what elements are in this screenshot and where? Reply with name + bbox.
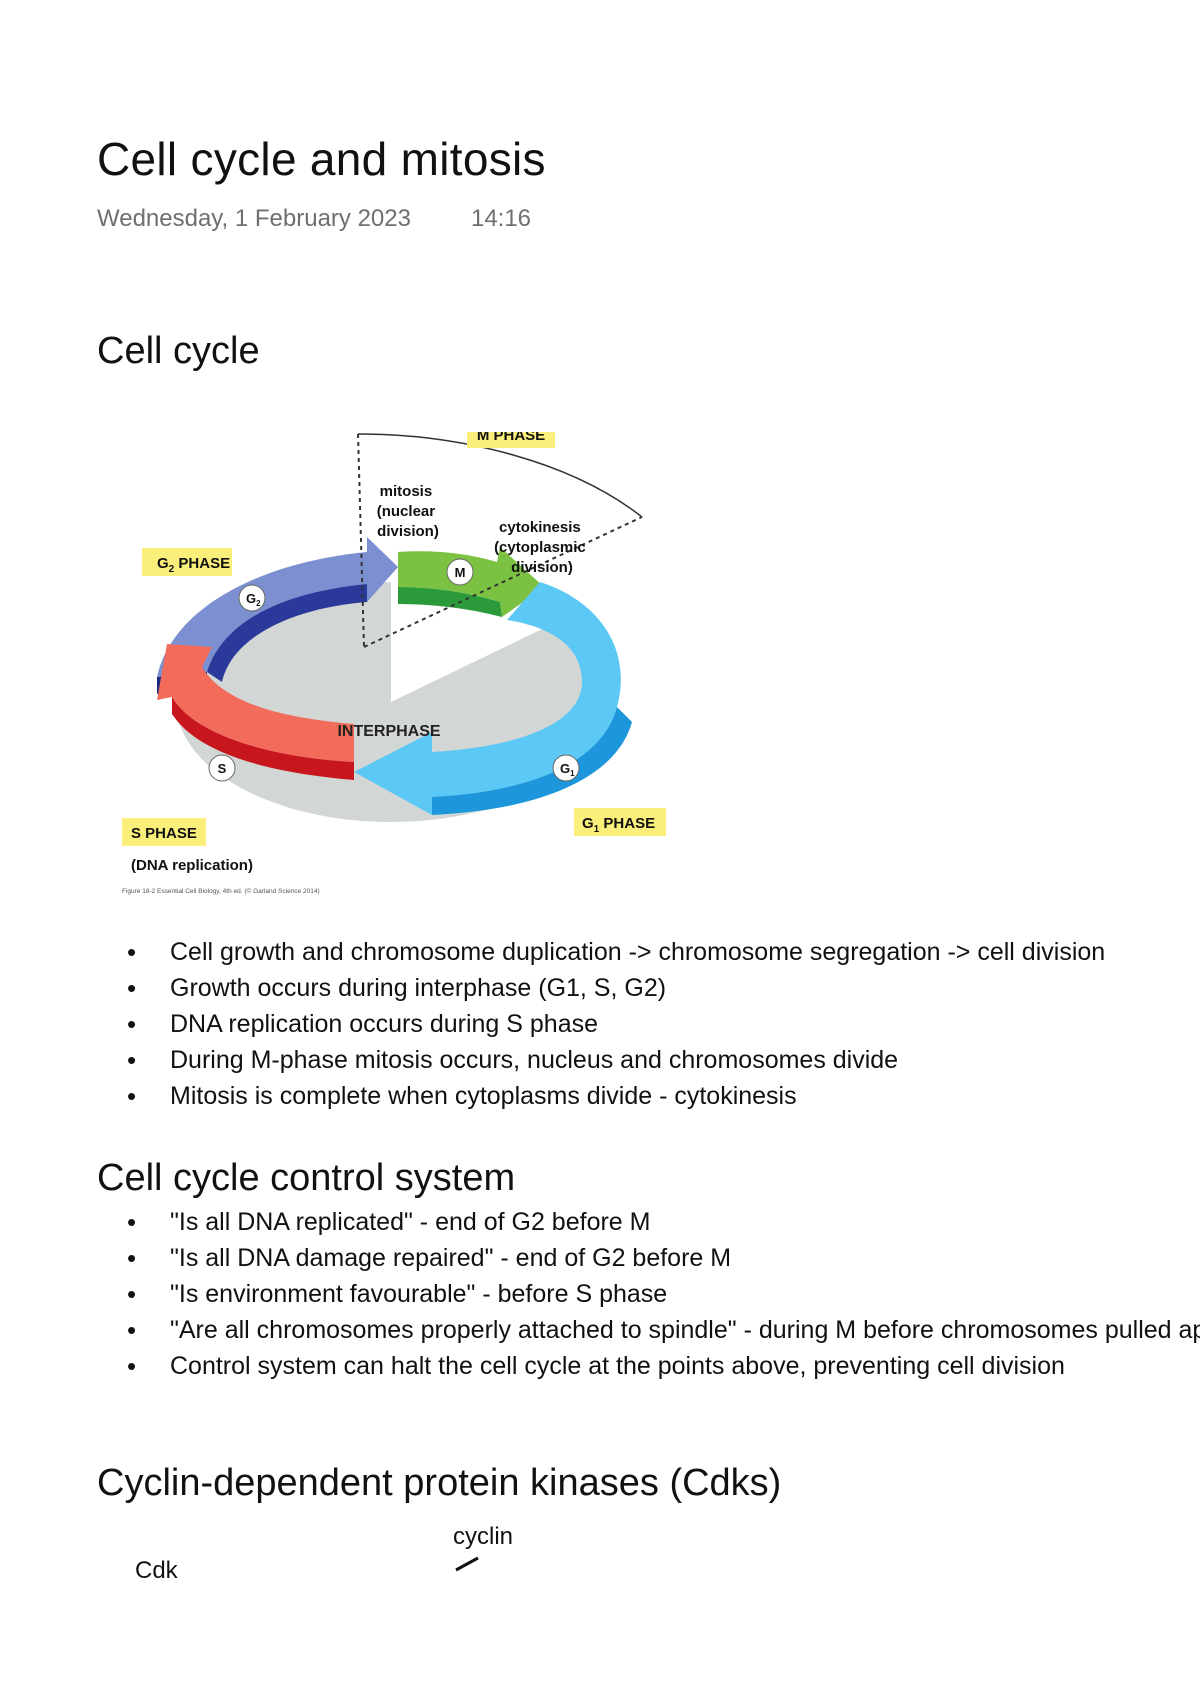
figure-caption: Figure 18-2 Essential Cell Biology, 4th … — [122, 887, 320, 895]
g2-badge-text: G2 — [246, 591, 261, 608]
heading-cell-cycle: Cell cycle — [97, 330, 260, 372]
g1-badge-text: G1 — [560, 761, 575, 778]
dashed-line-left — [357, 433, 365, 648]
list-item: "Is environment favourable" - before S p… — [97, 1276, 1200, 1312]
cell-cycle-diagram: M PHASE mitosis (nuclear division) cytok… — [122, 432, 666, 895]
s-phase-label-bg — [122, 818, 206, 846]
cell-cycle-bullets: Cell growth and chromosome duplication -… — [97, 934, 1200, 1114]
g1-phase-label: G1 PHASE — [582, 815, 655, 835]
g2-phase-label-bg — [142, 548, 232, 576]
m-phase-label: M PHASE — [477, 432, 545, 444]
dna-replication-label: (DNA replication) — [131, 857, 253, 874]
page-date: Wednesday, 1 February 2023 — [97, 205, 411, 232]
list-item: "Is all DNA damage repaired" - end of G2… — [97, 1240, 1200, 1276]
interphase-label: INTERPHASE — [337, 723, 440, 740]
list-item: "Are all chromosomes properly attached t… — [97, 1312, 1200, 1348]
list-item: Cell growth and chromosome duplication -… — [97, 934, 1200, 970]
page-title: Cell cycle and mitosis — [97, 133, 546, 185]
cyclin-pointer-line — [455, 1556, 479, 1572]
cytokinesis-label: cytokinesis (cytoplasmic division) — [494, 519, 590, 576]
list-item: Control system can halt the cell cycle a… — [97, 1348, 1200, 1384]
list-item: During M-phase mitosis occurs, nucleus a… — [97, 1042, 1200, 1078]
mitosis-label: mitosis (nuclear division) — [377, 483, 440, 540]
g1-badge — [552, 754, 580, 782]
page-meta: Wednesday, 1 February 2023 14:16 — [97, 205, 531, 233]
s-phase-label: S PHASE — [131, 825, 197, 842]
m-phase-arc — [357, 433, 643, 518]
g2-badge — [238, 584, 266, 612]
list-item: DNA replication occurs during S phase — [97, 1006, 1200, 1042]
g2-arrow — [157, 537, 398, 677]
page-time: 14:16 — [470, 205, 532, 232]
dashed-line-right — [363, 516, 643, 648]
g1-arrow — [354, 582, 621, 815]
m-arrow-edge — [398, 587, 502, 617]
list-item: Growth occurs during interphase (G1, S, … — [97, 970, 1200, 1006]
g2-phase-label: G2 PHASE — [157, 555, 230, 575]
cyclin-label: cyclin — [453, 1523, 514, 1550]
g2-arrow-inner — [207, 584, 367, 682]
heading-control-system: Cell cycle control system — [97, 1157, 516, 1199]
s-badge-text: S — [218, 761, 227, 776]
g1-arrow-edge — [432, 707, 632, 815]
m-badge — [446, 558, 474, 586]
list-item: Mitosis is complete when cytoplasms divi… — [97, 1078, 1200, 1114]
s-arrow-edge — [172, 697, 354, 780]
m-arrow — [398, 547, 544, 617]
s-arrow — [157, 644, 354, 762]
m-phase-label-bg — [467, 432, 555, 448]
cdk-label: Cdk — [135, 1557, 178, 1584]
s-badge — [208, 754, 236, 782]
heading-cdks: Cyclin-dependent protein kinases (Cdks) — [97, 1462, 782, 1504]
control-system-bullets: "Is all DNA replicated" - end of G2 befo… — [97, 1204, 1200, 1384]
list-item: "Is all DNA replicated" - end of G2 befo… — [97, 1204, 1200, 1240]
m-badge-text: M — [455, 565, 466, 580]
g1-phase-label-bg — [574, 808, 666, 836]
